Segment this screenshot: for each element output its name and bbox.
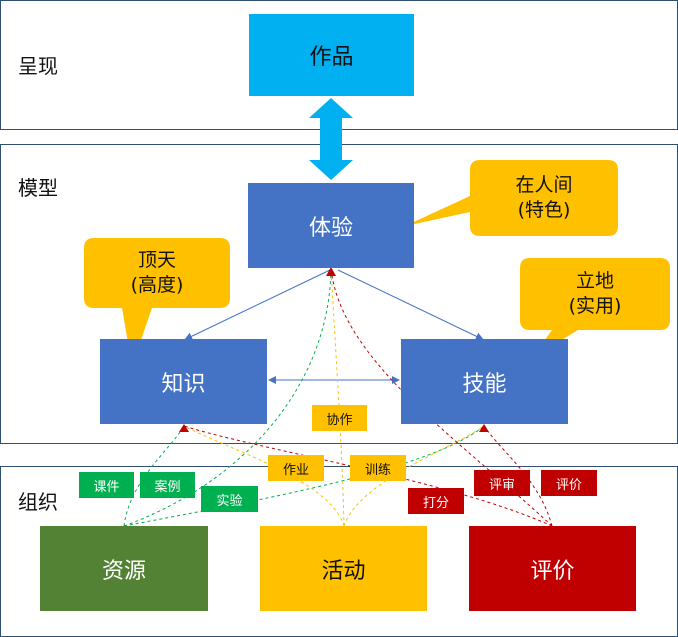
tag-review: 评审 — [474, 470, 530, 496]
tag-case: 案例 — [140, 472, 195, 498]
tag-scoring: 打分 — [408, 488, 464, 514]
callout-ground-line2: (实用) — [568, 295, 622, 317]
knowledge-box: 知识 — [100, 339, 267, 424]
activity-box: 活动 — [260, 526, 427, 611]
tag-experiment: 实验 — [201, 486, 258, 512]
skill-box: 技能 — [401, 339, 568, 424]
resource-box: 资源 — [40, 526, 208, 611]
presentation-layer-label: 呈现 — [18, 54, 58, 78]
work-box: 作品 — [249, 14, 414, 96]
evaluation-box: 评价 — [469, 526, 636, 611]
tag-appraisal: 评价 — [541, 470, 597, 496]
callout-human-line1: 在人间 — [515, 174, 573, 197]
experience-box: 体验 — [248, 183, 414, 268]
model-layer-label: 模型 — [18, 176, 58, 200]
callout-ground-line1: 立地 — [575, 270, 614, 293]
organization-layer-label: 组织 — [18, 490, 58, 514]
tag-training: 训练 — [350, 455, 406, 481]
tag-homework: 作业 — [268, 455, 324, 481]
callout-ground: 立地 (实用) — [520, 258, 670, 330]
callout-human-line2: (特色) — [517, 199, 571, 221]
callout-sky-line1: 顶天 — [137, 249, 176, 272]
tag-courseware: 课件 — [79, 472, 134, 498]
callout-sky-line2: (高度) — [130, 274, 184, 296]
tag-collaboration: 协作 — [312, 405, 367, 431]
callout-sky: 顶天 (高度) — [84, 238, 230, 308]
callout-human: 在人间 (特色) — [470, 160, 618, 236]
